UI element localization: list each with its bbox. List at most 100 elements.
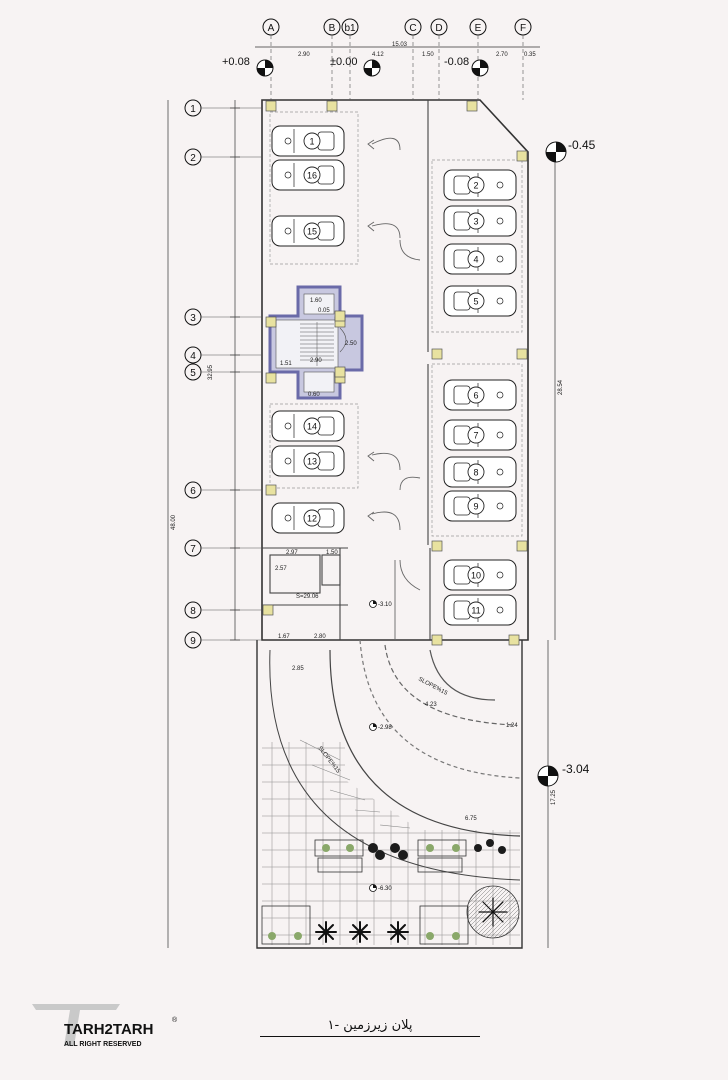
dim-misc-0: 2.97 — [286, 550, 298, 556]
space-number: 6 — [473, 391, 478, 401]
grid-row-label: 3 — [190, 313, 196, 324]
space-number: 16 — [307, 171, 317, 181]
grid-row-1: 1 — [184, 99, 262, 117]
space-number: 5 — [473, 297, 478, 307]
level-right_lower: -3.04 — [537, 762, 590, 787]
dim-top-1: 4.12 — [372, 52, 384, 58]
space-number: 11 — [471, 606, 480, 616]
dim-stair-5: 0.60 — [308, 392, 320, 398]
parking-zone-outlines — [269, 111, 523, 537]
column-marker — [334, 366, 346, 378]
column-marker — [262, 604, 274, 616]
dim-misc-5: 2.85 — [292, 666, 304, 672]
column-marker — [516, 540, 528, 552]
building-outline — [256, 99, 529, 949]
parking-space-12: 12 — [271, 502, 345, 534]
space-number: 12 — [307, 514, 317, 524]
dimension-lines — [167, 46, 556, 948]
parking-space-10: 10 — [443, 559, 517, 591]
grid-col-label: E — [475, 23, 482, 34]
grid-col-label: C — [409, 23, 416, 34]
level-ramp_mid: -2.98 — [369, 723, 392, 731]
structural-columns — [262, 100, 528, 646]
ramp-step-lines — [299, 739, 411, 829]
dim-misc-1: 1.50 — [326, 550, 338, 556]
column-marker — [431, 540, 443, 552]
tiled-yard — [262, 742, 520, 945]
dim-right-lower: 17.25 — [551, 789, 557, 805]
ramp-label-1: SLOPE%15 — [417, 676, 449, 697]
parking-space-8: 8 — [443, 456, 517, 488]
space-number: 14 — [307, 422, 317, 432]
dim-misc-2: 2.57 — [275, 566, 287, 572]
shrubs — [368, 839, 506, 860]
level-value: -0.08 — [444, 56, 469, 68]
grid-row-5: 5 — [184, 363, 262, 381]
green-planter-plants — [268, 844, 460, 940]
space-number: 2 — [473, 181, 478, 191]
column-marker — [265, 100, 277, 112]
grid-row-7: 7 — [184, 539, 262, 557]
level-value: ±0.00 — [330, 56, 357, 68]
space-number: 4 — [473, 255, 478, 265]
logo-registered-mark: ® — [172, 1016, 178, 1024]
column-marker — [431, 634, 443, 646]
dim-top-2: 15.03 — [392, 42, 408, 48]
space-number: 13 — [307, 457, 317, 467]
grid-row-label: 4 — [190, 351, 196, 362]
space-number: 3 — [473, 217, 478, 227]
dim-left-outer: 48.00 — [171, 514, 177, 530]
parking-space-3: 3 — [443, 205, 517, 237]
space-number: 10 — [471, 571, 481, 581]
column-marker — [265, 316, 277, 328]
watermark-logo: TARH2TARH ALL RIGHT RESERVED ® — [32, 1004, 178, 1048]
grid-row-2: 2 — [184, 148, 262, 166]
logo-subtitle: ALL RIGHT RESERVED — [64, 1041, 142, 1048]
dim-top-3: 1.50 — [422, 52, 434, 58]
dim-top-0: 2.90 — [298, 52, 310, 58]
level-value: +0.08 — [222, 56, 250, 68]
ramp — [269, 639, 521, 881]
driving-arrows — [367, 137, 421, 640]
column-marker — [466, 100, 478, 112]
grid-row-label: 5 — [190, 368, 196, 379]
grid-row-label: 6 — [190, 486, 196, 497]
grid-col-F: F — [514, 18, 532, 100]
grid-col-B: B — [323, 18, 341, 100]
column-marker — [265, 372, 277, 384]
dim-misc-7: 4.23 — [425, 702, 437, 708]
grid-col-D: D — [430, 18, 448, 100]
dim-misc-3: 1.67 — [278, 634, 290, 640]
level-ramp_top: -3.10 — [369, 600, 392, 608]
level-yard: -6.30 — [369, 884, 392, 892]
parking-space-15: 15 — [271, 215, 345, 247]
grid-col-label: F — [520, 23, 526, 34]
dim-stair-1: 0.05 — [318, 308, 330, 314]
grid-col-label: D — [435, 23, 442, 34]
dim-stair-2: 2.90 — [310, 358, 322, 364]
level-value: -0.45 — [568, 138, 596, 152]
grid-row-label: 7 — [190, 544, 196, 555]
level-value: -3.10 — [378, 602, 392, 608]
dim-misc-6: 6.75 — [465, 816, 477, 822]
level-top_left: +0.08 — [222, 56, 274, 77]
grid-row-4: 4 — [184, 346, 262, 364]
grid-col-b1: b1 — [341, 18, 359, 100]
parking-space-16: 16 — [271, 159, 345, 191]
dim-left-inner: 32.95 — [208, 364, 214, 380]
parking-space-4: 4 — [443, 243, 517, 275]
parking-space-6: 6 — [443, 379, 517, 411]
plan-caption: پلان زیرزمین -۱ — [260, 1018, 480, 1037]
grid-row-9: 9 — [184, 631, 262, 649]
parking-space-11: 11 — [443, 594, 517, 626]
level-value: -2.98 — [378, 725, 392, 731]
parking-space-2: 2 — [443, 169, 517, 201]
grid-col-label: B — [329, 23, 336, 34]
dim-stair-4: 2.50 — [345, 341, 357, 347]
space-number: 15 — [307, 227, 317, 237]
grid-row-label: 2 — [190, 153, 196, 164]
grid-col-A: A — [262, 18, 280, 100]
